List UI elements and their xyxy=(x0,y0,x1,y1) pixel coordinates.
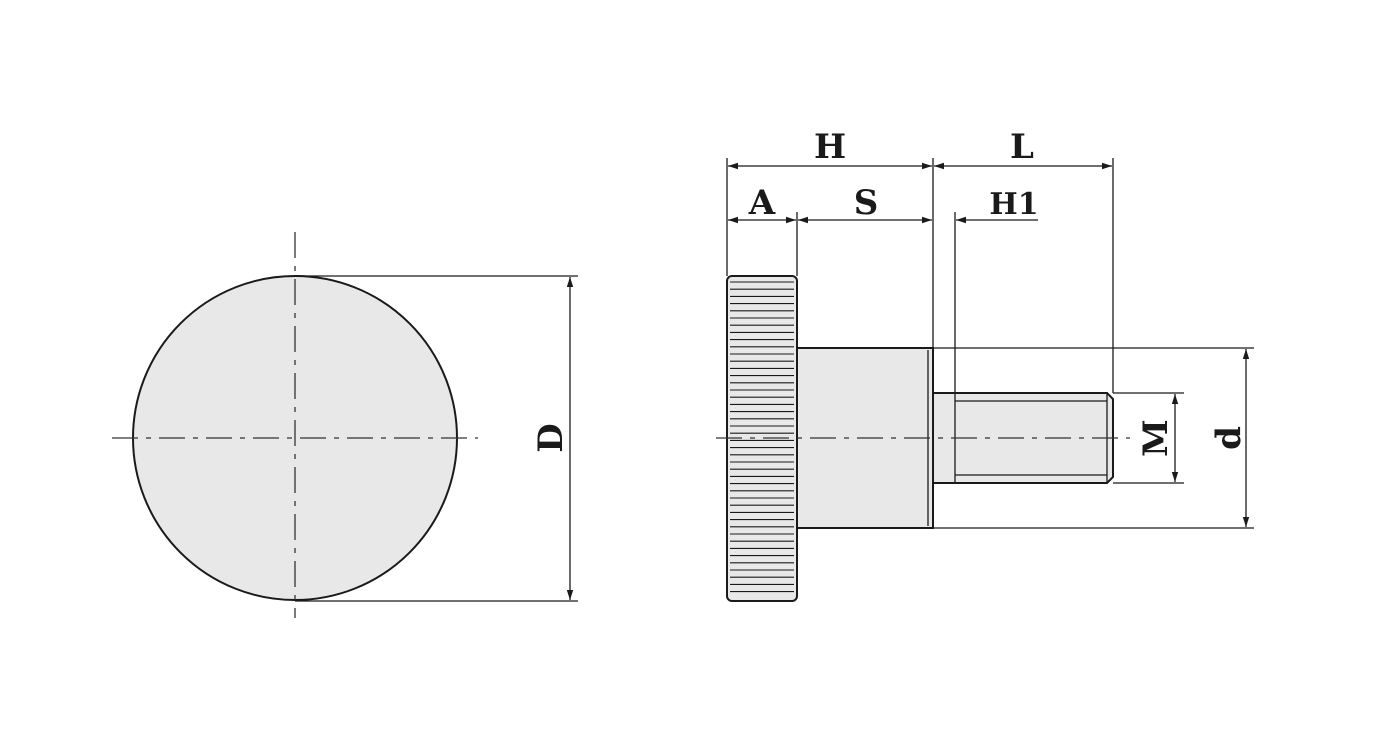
dimension-label-D: D xyxy=(531,423,571,452)
dimension-label-L: L xyxy=(1010,127,1034,167)
dimension-label-d: d xyxy=(1209,426,1249,450)
dimension-label-S: S xyxy=(854,183,879,223)
dimension-label-H: H xyxy=(814,127,846,167)
side-view: H L A S H1 M d xyxy=(716,127,1254,602)
front-view: D xyxy=(112,232,578,618)
dimension-label-M: M xyxy=(1136,419,1176,457)
dimension-label-H1: H1 xyxy=(989,187,1038,222)
knurl-lines xyxy=(730,281,794,593)
dimension-label-A: A xyxy=(748,183,776,223)
